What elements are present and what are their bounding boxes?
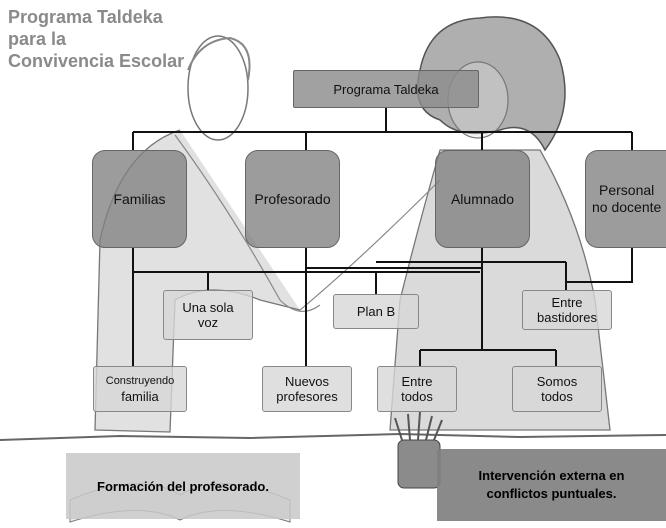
panel-formacion-label: Formación del profesorado. xyxy=(97,478,269,494)
right-figure-arm xyxy=(299,179,441,311)
node-familias: Familias xyxy=(92,150,187,248)
node-entre-todos-line-1: Entre xyxy=(401,374,433,389)
node-personal-no-docente: Personal no docente xyxy=(585,150,666,248)
node-personal-label-1: Personal xyxy=(599,182,655,198)
panel-intervencion-line-2: conflictos puntuales. xyxy=(486,486,617,501)
node-una-sola-voz-line-2: voz xyxy=(197,315,219,330)
node-una-sola-voz-line-1: Una sola xyxy=(182,300,234,315)
node-plan-b-label: Plan B xyxy=(356,304,396,319)
pencils xyxy=(394,411,443,441)
node-entre-bastidores: Entre bastidores xyxy=(522,290,612,330)
node-alumnado: Alumnado xyxy=(435,150,530,248)
node-familias-label: Familias xyxy=(113,190,166,207)
connector-personal-down xyxy=(566,248,633,283)
node-profesorado-label: Profesorado xyxy=(254,190,331,207)
left-figure-arm xyxy=(174,134,321,312)
pencil-cup xyxy=(397,439,441,489)
node-profesorado: Profesorado xyxy=(245,150,340,248)
node-construyendo-familia-line-2: familia xyxy=(121,389,159,404)
node-plan-b: Plan B xyxy=(333,294,419,329)
title-line-2: para la xyxy=(8,29,67,49)
node-nuevos-profesores-line-2: profesores xyxy=(276,389,338,404)
root-node-label: Programa Taldeka xyxy=(333,81,439,97)
page-title: Programa Taldeka para la Convivencia Esc… xyxy=(8,6,184,72)
node-somos-todos-line-2: todos xyxy=(541,389,573,404)
node-construyendo-familia-line-1: Construyendo xyxy=(105,375,175,387)
node-somos-todos-line-1: Somos xyxy=(536,374,578,389)
title-line-3: Convivencia Escolar xyxy=(8,51,185,71)
node-entre-bastidores-line-2: bastidores xyxy=(537,310,597,325)
node-alumnado-label: Alumnado xyxy=(450,190,515,207)
node-somos-todos: Somos todos xyxy=(512,366,602,412)
title-line-1: Programa Taldeka xyxy=(8,7,163,27)
right-figure-hair xyxy=(416,16,566,152)
panel-intervencion-line-1: Intervención externa en xyxy=(478,468,625,483)
ground-line xyxy=(0,432,666,441)
root-node: Programa Taldeka xyxy=(293,70,479,108)
connector-lines xyxy=(132,108,633,366)
node-entre-todos-line-2: todos xyxy=(401,389,433,404)
panel-formacion-profesorado: Formación del profesorado. xyxy=(66,453,300,519)
node-personal-label-2: no docente xyxy=(592,199,662,215)
node-entre-bastidores-line-1: Entre xyxy=(551,295,583,310)
node-nuevos-profesores: Nuevos profesores xyxy=(262,366,352,412)
node-una-sola-voz: Una sola voz xyxy=(163,290,253,340)
node-construyendo-familia: Construyendo familia xyxy=(93,366,187,412)
panel-intervencion-externa: Intervención externa en conflictos puntu… xyxy=(437,449,666,521)
node-entre-todos: Entre todos xyxy=(377,366,457,412)
node-nuevos-profesores-line-1: Nuevos xyxy=(284,374,330,389)
left-figure-head xyxy=(187,35,249,141)
left-figure-hair xyxy=(187,36,251,81)
